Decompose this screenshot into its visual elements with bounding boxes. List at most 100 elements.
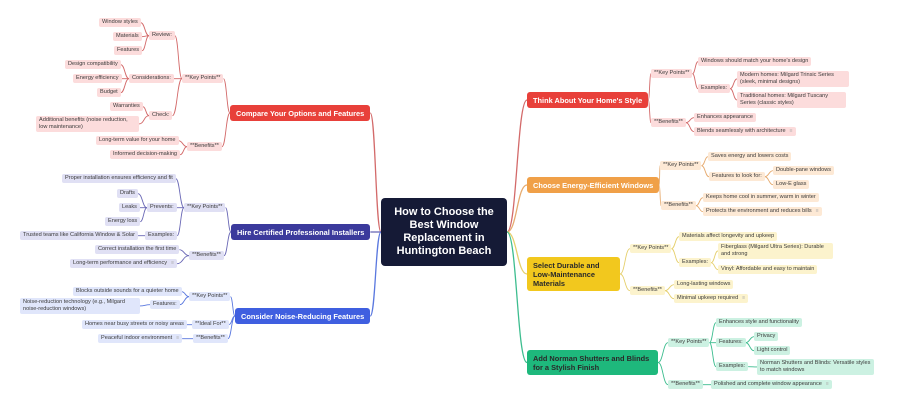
node-compare-review-items-1[interactable]: Materials (113, 32, 142, 42)
connector-line (671, 248, 680, 264)
node-label: Privacy (757, 333, 776, 340)
connector-line (709, 342, 717, 368)
node-label: Polished and complete window appearance (714, 381, 822, 388)
node-energy-features-items-0[interactable]: Double-pane windows (773, 166, 835, 176)
note-icon[interactable]: ≡ (171, 260, 175, 267)
node-compare-key-points[interactable]: **Key Points** (182, 74, 224, 84)
node-energy-benefits-items-1[interactable]: Protects the environment and reduces bil… (703, 207, 822, 217)
node-style-match[interactable]: Windows should match your home's design (698, 57, 812, 67)
node-hire-examples-items-0[interactable]: Trusted teams like California Window & S… (20, 231, 139, 241)
node-durable-examples[interactable]: Examples: (679, 258, 712, 268)
node-compare-considerations[interactable]: Considerations: (129, 74, 174, 84)
node-compare-review-items-2[interactable]: Features (114, 46, 143, 56)
node-norman-features[interactable]: Features: (716, 338, 746, 348)
note-icon[interactable]: ≡ (176, 335, 180, 342)
node-style-benefits[interactable]: **Benefits** (651, 118, 686, 128)
node-durable-examples-items-1[interactable]: Vinyl: Affordable and easy to maintain (718, 265, 818, 275)
node-norman-key-points[interactable]: **Key Points** (668, 338, 710, 348)
node-label: Double-pane windows (776, 167, 832, 174)
node-energy-features-items-1[interactable]: Low-E glass (773, 180, 810, 190)
node-hire-prevents-items-0[interactable]: Drafts (117, 189, 138, 199)
node-hire-benefits[interactable]: **Benefits** (189, 251, 224, 261)
node-norman-examples-items-0[interactable]: Norman Shutters and Blinds: Versatile st… (757, 359, 874, 375)
node-compare-review[interactable]: Review: (149, 31, 175, 41)
node-energy-benefits[interactable]: **Benefits** (661, 201, 696, 211)
node-compare-benefits[interactable]: **Benefits** (187, 142, 222, 152)
node-durable-benefits[interactable]: **Benefits** (630, 286, 665, 296)
node-hire-benefits-items-1[interactable]: Long-term performance and efficiency≡ (70, 259, 178, 269)
connector-line (695, 197, 704, 207)
node-norman-benefits-items-0[interactable]: Polished and complete window appearance≡ (711, 380, 832, 390)
branch-noise-label[interactable]: Consider Noise-Reducing Features (235, 308, 371, 324)
node-energy-key-points[interactable]: **Key Points** (660, 161, 702, 171)
connector-line (692, 73, 699, 90)
node-style-examples-items-0[interactable]: Modern homes: Milgard Trinsic Series (sl… (737, 71, 849, 87)
node-energy-benefits-items-0[interactable]: Keeps home cool in summer, warm in winte… (703, 193, 819, 203)
node-noise-ideal-for[interactable]: **Ideal For** (192, 320, 229, 330)
branch-norman-label[interactable]: Add Norman Shutters and Blinds for a Sty… (527, 350, 658, 375)
node-label: Add Norman Shutters and Blinds for a Sty… (533, 353, 650, 372)
node-durable-benefits-items-0[interactable]: Long-lasting windows (674, 280, 734, 290)
node-noise-features-items-0[interactable]: Noise-reduction technology (e.g., Milgar… (20, 298, 140, 314)
connector-line (658, 165, 661, 186)
node-hire-proper[interactable]: Proper installation ensures efficiency a… (62, 174, 176, 184)
node-durable-affect[interactable]: Materials affect longevity and upkeep (679, 232, 778, 242)
node-compare-check-items-1[interactable]: Additional benefits (noise reduction, lo… (36, 116, 139, 132)
branch-energy-label[interactable]: Choose Energy-Efficient Windows (527, 177, 660, 193)
node-compare-considerations-items-1[interactable]: Energy efficiency (73, 74, 122, 84)
node-hire-prevents-items-1[interactable]: Leaks (119, 203, 140, 213)
connector-line (227, 315, 236, 340)
node-hire-examples[interactable]: Examples: (145, 231, 178, 241)
node-compare-benefits-items-0[interactable]: Long-term value for your home (96, 136, 179, 146)
node-norman-examples[interactable]: Examples: (716, 362, 749, 372)
connector-line (701, 165, 710, 178)
node-durable-examples-items-0[interactable]: Fiberglass (Milgard Ultra Series): Durab… (718, 243, 833, 259)
node-hire-prevents[interactable]: Prevents: (147, 203, 177, 213)
node-noise-features[interactable]: Features: (150, 300, 180, 310)
node-style-benefits-items-1[interactable]: Blends seamlessly with architecture≡ (694, 127, 796, 137)
branch-style-label[interactable]: Think About Your Home's Style (527, 92, 649, 108)
node-noise-ideal-items-0[interactable]: Homes near busy streets or noisy areas (82, 320, 187, 330)
node-style-examples-items-1[interactable]: Traditional homes: Milgard Tuscany Serie… (737, 92, 846, 108)
node-energy-features[interactable]: Features to look for: (709, 172, 765, 182)
connector-line (685, 122, 695, 133)
note-icon[interactable]: ≡ (742, 295, 746, 302)
node-hire-prevents-items-2[interactable]: Energy loss (105, 217, 141, 227)
node-label: **Key Points** (654, 70, 690, 77)
node-noise-blocks[interactable]: Blocks outside sounds for a quieter home (73, 287, 182, 297)
node-compare-considerations-items-0[interactable]: Design compatibility (65, 60, 121, 70)
node-noise-benefits[interactable]: **Benefits** (193, 334, 228, 344)
central-topic[interactable]: How to Choose the Best Window Replacemen… (381, 198, 507, 266)
node-compare-check-items-0[interactable]: Warranties (110, 102, 143, 112)
node-energy-saves[interactable]: Saves energy and lowers costs (708, 152, 792, 162)
branch-hire-label[interactable]: Hire Certified Professional Installers (231, 224, 371, 240)
node-durable-benefits-items-1[interactable]: Minimal upkeep required≡ (674, 294, 749, 304)
node-durable-key-points[interactable]: **Key Points** (630, 244, 672, 254)
branch-compare-label[interactable]: Compare Your Options and Features (230, 105, 371, 121)
node-norman-features-items-1[interactable]: Light control (754, 346, 791, 356)
node-compare-review-items-0[interactable]: Window styles (99, 18, 141, 28)
node-compare-benefits-items-1[interactable]: Informed decision-making (110, 150, 181, 160)
connector-line (506, 231, 528, 275)
node-style-examples[interactable]: Examples: (698, 84, 731, 94)
note-icon[interactable]: ≡ (825, 381, 829, 388)
branch-durable-label[interactable]: Select Durable and Low-Maintenance Mater… (527, 257, 620, 291)
node-label: Choose Energy-Efficient Windows (533, 180, 654, 190)
node-compare-check[interactable]: Check: (149, 111, 173, 121)
node-norman-benefits[interactable]: **Benefits** (668, 380, 703, 390)
node-style-benefits-items-0[interactable]: Enhances appearance (694, 113, 756, 123)
node-label: Review: (152, 32, 172, 39)
node-norman-features-items-0[interactable]: Privacy (754, 332, 779, 342)
note-icon[interactable]: ≡ (815, 208, 819, 215)
node-noise-key-points[interactable]: **Key Points** (189, 292, 231, 302)
node-compare-considerations-items-2[interactable]: Budget (97, 88, 121, 98)
node-norman-enhances[interactable]: Enhances style and functionality (716, 318, 802, 328)
note-icon[interactable]: ≡ (789, 128, 793, 135)
node-style-key-points[interactable]: **Key Points** (651, 69, 693, 79)
node-hire-benefits-items-0[interactable]: Correct installation the first time (95, 245, 180, 255)
node-label: Correct installation the first time (98, 246, 177, 253)
node-hire-key-points[interactable]: **Key Points** (184, 203, 226, 213)
connector-line (695, 205, 704, 213)
node-noise-benefits-items-0[interactable]: Peaceful indoor environment≡ (98, 334, 183, 344)
